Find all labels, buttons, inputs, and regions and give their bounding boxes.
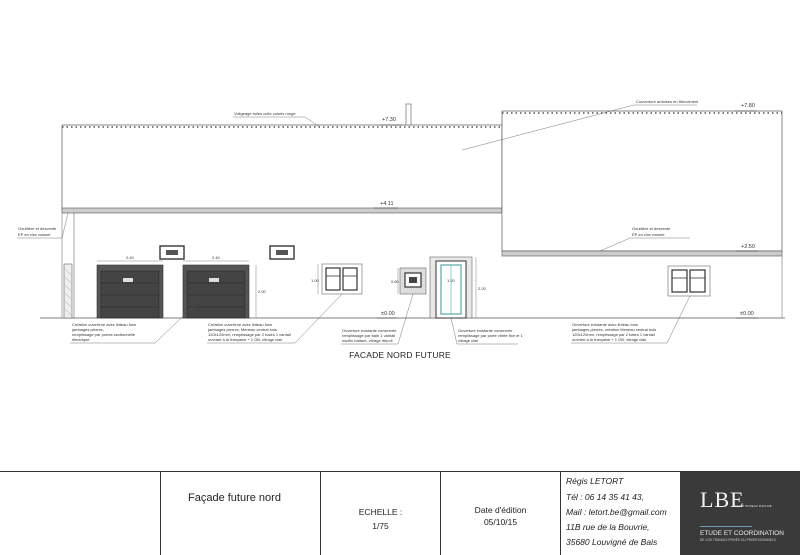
logo-tagline-small: DE VOS TRAVAUX PRIVÉS OU PROFESSIONNELS xyxy=(700,538,776,542)
svg-text:oscillo battant, vitrage dépol: oscillo battant, vitrage dépoli xyxy=(342,338,393,343)
scale-value: 1/75 xyxy=(372,521,389,531)
window-double-right xyxy=(667,265,711,297)
level-eaves-right-label: +2.50 xyxy=(741,244,755,250)
contact-address2: 35680 Louvigné de Bais xyxy=(566,537,658,547)
date-value: 05/10/15 xyxy=(483,517,518,527)
svg-text:remplissage par porte vitrée f: remplissage par porte vitrée fixe et 1 xyxy=(458,333,523,338)
small-window-2 xyxy=(269,245,295,260)
note-garage: Création ouverture avec linteau bois jam… xyxy=(70,299,201,344)
level-ridge-right-label: +7.80 xyxy=(741,103,755,109)
entrance-door xyxy=(429,256,473,319)
note-window-2: Création ouverture avec linteau bois jam… xyxy=(207,293,343,344)
svg-text:Gouttière et descente: Gouttière et descente xyxy=(632,226,671,231)
dimension-garage-height: 2.00 xyxy=(255,265,267,318)
logo-subtitle: LETORT BUREAU D'ETUDE xyxy=(733,504,772,508)
level-ground-left-label: ±0.00 xyxy=(381,311,395,317)
svg-text:120x120mm, remplissage par 2 b: 120x120mm, remplissage par 2 baies 1 van… xyxy=(572,332,655,337)
note-window-4: Ouverture existante avec linteau bois ja… xyxy=(571,295,691,344)
elevation-drawing: +7.30 +7.80 +4.11 +2.50 ±0.00 ±0.00 2.40… xyxy=(17,99,785,345)
contact-tel: Tél : 06 14 35 41 43, xyxy=(566,492,644,502)
dimension-small-window: 0.60 xyxy=(391,268,400,294)
company-logo: LBE LETORT BUREAU D'ETUDE ETUDE ET COORD… xyxy=(680,472,800,555)
level-eaves-left-label: +4.11 xyxy=(380,201,394,207)
level-marker-ground-left: ±0.00 xyxy=(377,311,398,319)
svg-text:ouvrant à la française + 1 OB,: ouvrant à la française + 1 OB, vitrage c… xyxy=(572,337,647,342)
svg-text:vitrage clair: vitrage clair xyxy=(458,338,479,343)
garage-door-1 xyxy=(96,264,164,319)
level-marker-eaves-right: +2.50 xyxy=(736,244,758,252)
annotation-roof-left: Voligeage tuiles cuite coloris rouge xyxy=(233,111,321,128)
date-label: Date d'édition xyxy=(474,505,527,515)
small-window-1 xyxy=(159,245,185,260)
svg-text:2.40: 2.40 xyxy=(212,255,221,260)
svg-text:Ouverture existante conservée: Ouverture existante conservée xyxy=(342,328,397,333)
contact-name: Régis LETORT xyxy=(566,476,624,486)
contact-mail: Mail : letort.be@gmail.com xyxy=(566,507,667,517)
window-double-left xyxy=(321,263,363,295)
level-marker-ridge-right: +7.80 xyxy=(735,103,757,112)
svg-text:ouvrant à la française + 1 OB,: ouvrant à la française + 1 OB, vitrage c… xyxy=(208,337,283,342)
dimension-window-height: 1.00 xyxy=(311,264,320,294)
svg-text:1.00: 1.00 xyxy=(311,278,320,283)
dimension-door-width: 1.20 xyxy=(447,278,456,283)
svg-text:Couverture ardoises en fibroci: Couverture ardoises en fibrociment xyxy=(636,99,699,104)
svg-text:électrique.: électrique. xyxy=(72,337,90,342)
project-title: Façade future nord xyxy=(188,492,281,504)
svg-text:remplissage par portes section: remplissage par portes sectionnelle xyxy=(72,332,136,337)
scale-cell: ECHELLE : 1/75 xyxy=(321,472,441,555)
note-window-3: Ouverture existante conservée remplissag… xyxy=(341,293,414,345)
title-block-empty-cell xyxy=(0,472,161,555)
svg-text:Création ouverture avec lintea: Création ouverture avec linteau bois xyxy=(208,322,272,327)
svg-text:EP en zinc naturel: EP en zinc naturel xyxy=(18,232,51,237)
title-cell xyxy=(161,472,321,555)
level-marker-ground-right: ±0.00 xyxy=(736,311,758,319)
dimension-garage-2: 2.40 xyxy=(183,255,249,262)
left-building xyxy=(61,103,503,319)
svg-text:0.60: 0.60 xyxy=(391,279,400,284)
svg-text:120x120mm, remplissage par 2 b: 120x120mm, remplissage par 2 baies 1 van… xyxy=(208,332,291,337)
logo-divider xyxy=(700,526,752,527)
annotation-gutter-right: Gouttière et descente EP en zinc naturel xyxy=(599,226,690,252)
svg-text:remplissage par baie 1 vantail: remplissage par baie 1 vantail xyxy=(342,333,395,338)
svg-text:1.20: 1.20 xyxy=(447,278,456,283)
level-marker-ridge-left: +7.30 xyxy=(380,117,402,126)
window-small-stone xyxy=(399,267,427,295)
logo-tagline: ETUDE ET COORDINATION xyxy=(700,530,784,537)
svg-text:2.00: 2.00 xyxy=(258,289,267,294)
level-ridge-left-label: +7.30 xyxy=(382,117,396,123)
contact-address1: 11B rue de la Bouvrie, xyxy=(566,522,650,532)
svg-text:EP en zinc naturel: EP en zinc naturel xyxy=(632,232,665,237)
svg-text:Ouverture existante conservée: Ouverture existante conservée xyxy=(458,328,513,333)
garage-door-2 xyxy=(182,264,250,319)
annotation-roof-right: Couverture ardoises en fibrociment xyxy=(461,99,699,151)
svg-text:2.20: 2.20 xyxy=(478,286,487,291)
svg-text:jambages pierres, Meneau centr: jambages pierres, Meneau central bois xyxy=(207,327,277,332)
note-door: Ouverture existante conservée remplissag… xyxy=(450,317,523,345)
level-ground-right-label: ±0.00 xyxy=(740,311,754,317)
svg-text:jambages pierres,: jambages pierres, xyxy=(71,327,104,332)
dimension-door-height: 2.20 xyxy=(475,257,487,318)
date-cell: Date d'édition 05/10/15 xyxy=(441,472,561,555)
scale-label: ECHELLE : xyxy=(358,507,403,517)
svg-text:2.40: 2.40 xyxy=(126,255,135,260)
svg-text:Voligeage tuiles cuite coloris: Voligeage tuiles cuite coloris rouge xyxy=(234,111,296,116)
drawing-caption: FACADE NORD FUTURE xyxy=(349,350,451,360)
svg-text:Gouttière et descente: Gouttière et descente xyxy=(18,226,57,231)
svg-text:Création ouverture avec lintea: Création ouverture avec linteau bois xyxy=(72,322,136,327)
title-block: Façade future nord ECHELLE : 1/75 Date d… xyxy=(0,471,800,555)
dimension-garage-1: 2.40 xyxy=(97,255,163,262)
level-marker-eaves-left: +4.11 xyxy=(374,201,398,209)
logo-mark: LBE xyxy=(700,487,745,512)
svg-text:jambages pierres, création Men: jambages pierres, création Meneau centra… xyxy=(571,327,656,332)
right-building xyxy=(501,110,783,318)
svg-text:Ouverture existante avec linte: Ouverture existante avec linteau bois xyxy=(572,322,638,327)
annotation-gutter-left: Gouttière et descente EP en zinc naturel xyxy=(17,212,69,239)
